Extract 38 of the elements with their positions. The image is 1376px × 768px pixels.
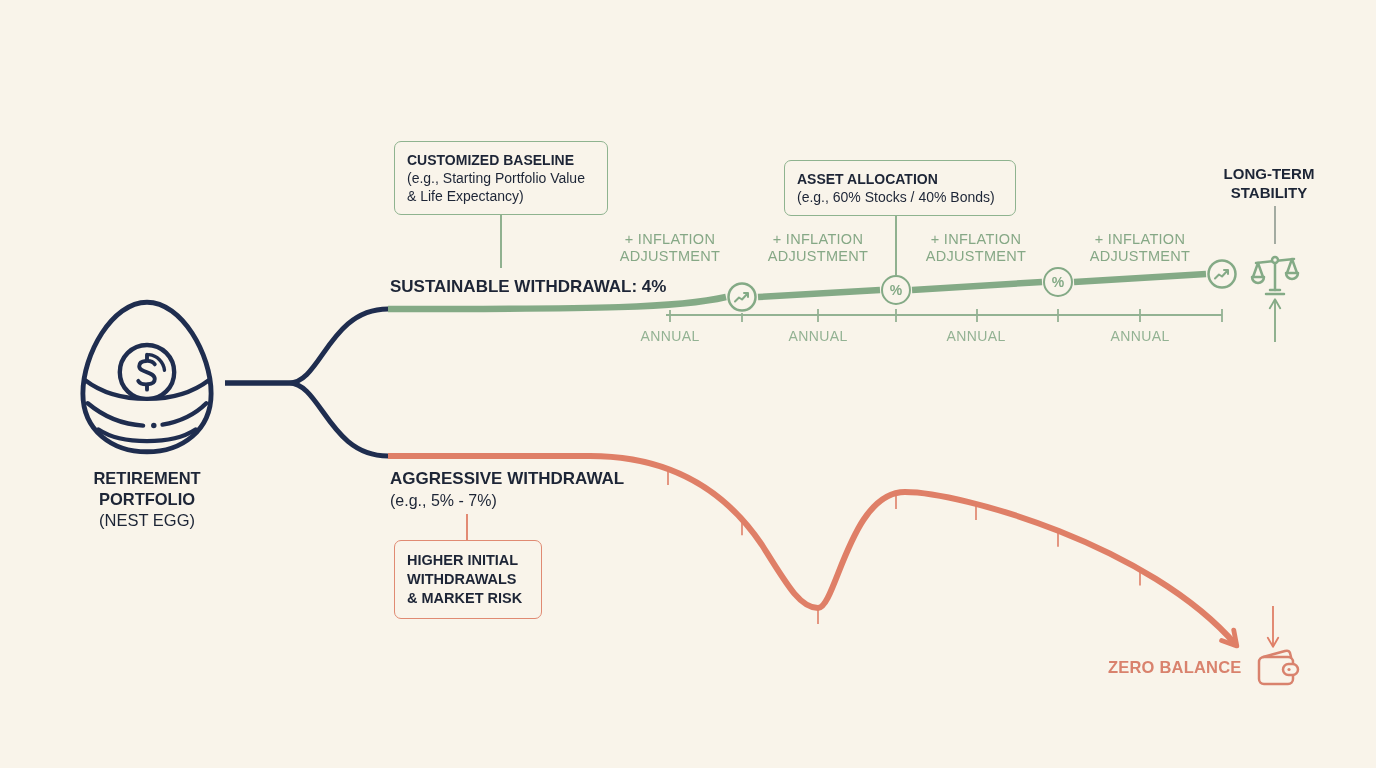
trend-icon: [1207, 259, 1237, 289]
axis-label: ANNUAL: [640, 328, 700, 345]
portfolio-label: RETIREMENT PORTFOLIO: [92, 468, 202, 510]
down-arrow: [1266, 605, 1280, 648]
decline-arrow: [388, 453, 1240, 649]
branch-line: [225, 380, 389, 459]
annotation-text: + INFLATION ADJUSTMENT: [924, 231, 1028, 265]
annotation-text: + INFLATION ADJUSTMENT: [1088, 231, 1192, 265]
callout-text: (e.g., 60% Stocks / 40% Bonds): [797, 188, 996, 206]
annotation-text: + INFLATION ADJUSTMENT: [618, 231, 722, 265]
leader-line: [1274, 205, 1276, 245]
axis-label: ANNUAL: [788, 328, 848, 345]
axis-label: ANNUAL: [1110, 328, 1170, 345]
risk-note: HIGHER INITIAL WITHDRAWALS & MARKET RISK: [407, 551, 524, 608]
leader-line: [466, 513, 468, 541]
callout-text: (e.g., Starting Portfolio Value & Life Expectancy): [407, 169, 586, 205]
branch-label: AGGRESSIVE WITHDRAWAL: [390, 468, 625, 490]
callout-heading: CUSTOMIZED BASELINE: [407, 151, 575, 169]
percent-marker: %: [881, 275, 911, 305]
leader-line: [500, 214, 502, 269]
growth-line: [911, 278, 1043, 294]
leader-line: [895, 215, 897, 276]
annotation-text: + INFLATION ADJUSTMENT: [766, 231, 870, 265]
stability-label: LONG-TERM STABILITY: [1221, 164, 1317, 202]
up-arrow: [1268, 298, 1282, 343]
callout-heading: ASSET ALLOCATION: [797, 170, 939, 188]
growth-line: [1073, 270, 1207, 286]
trend-icon: [727, 282, 757, 312]
branch-note: (e.g., 5% - 7%): [390, 491, 497, 511]
callout-box: [394, 540, 542, 619]
callout-box: [784, 160, 1016, 216]
outcome-label: ZERO BALANCE: [1108, 657, 1242, 677]
axis-label: ANNUAL: [946, 328, 1006, 345]
branch-label: SUSTAINABLE WITHDRAWAL: 4%: [390, 268, 667, 298]
callout-box: [394, 141, 608, 215]
growth-line: [757, 286, 881, 301]
percent-marker: %: [1043, 267, 1073, 297]
portfolio-note: (NEST EGG): [99, 510, 195, 531]
